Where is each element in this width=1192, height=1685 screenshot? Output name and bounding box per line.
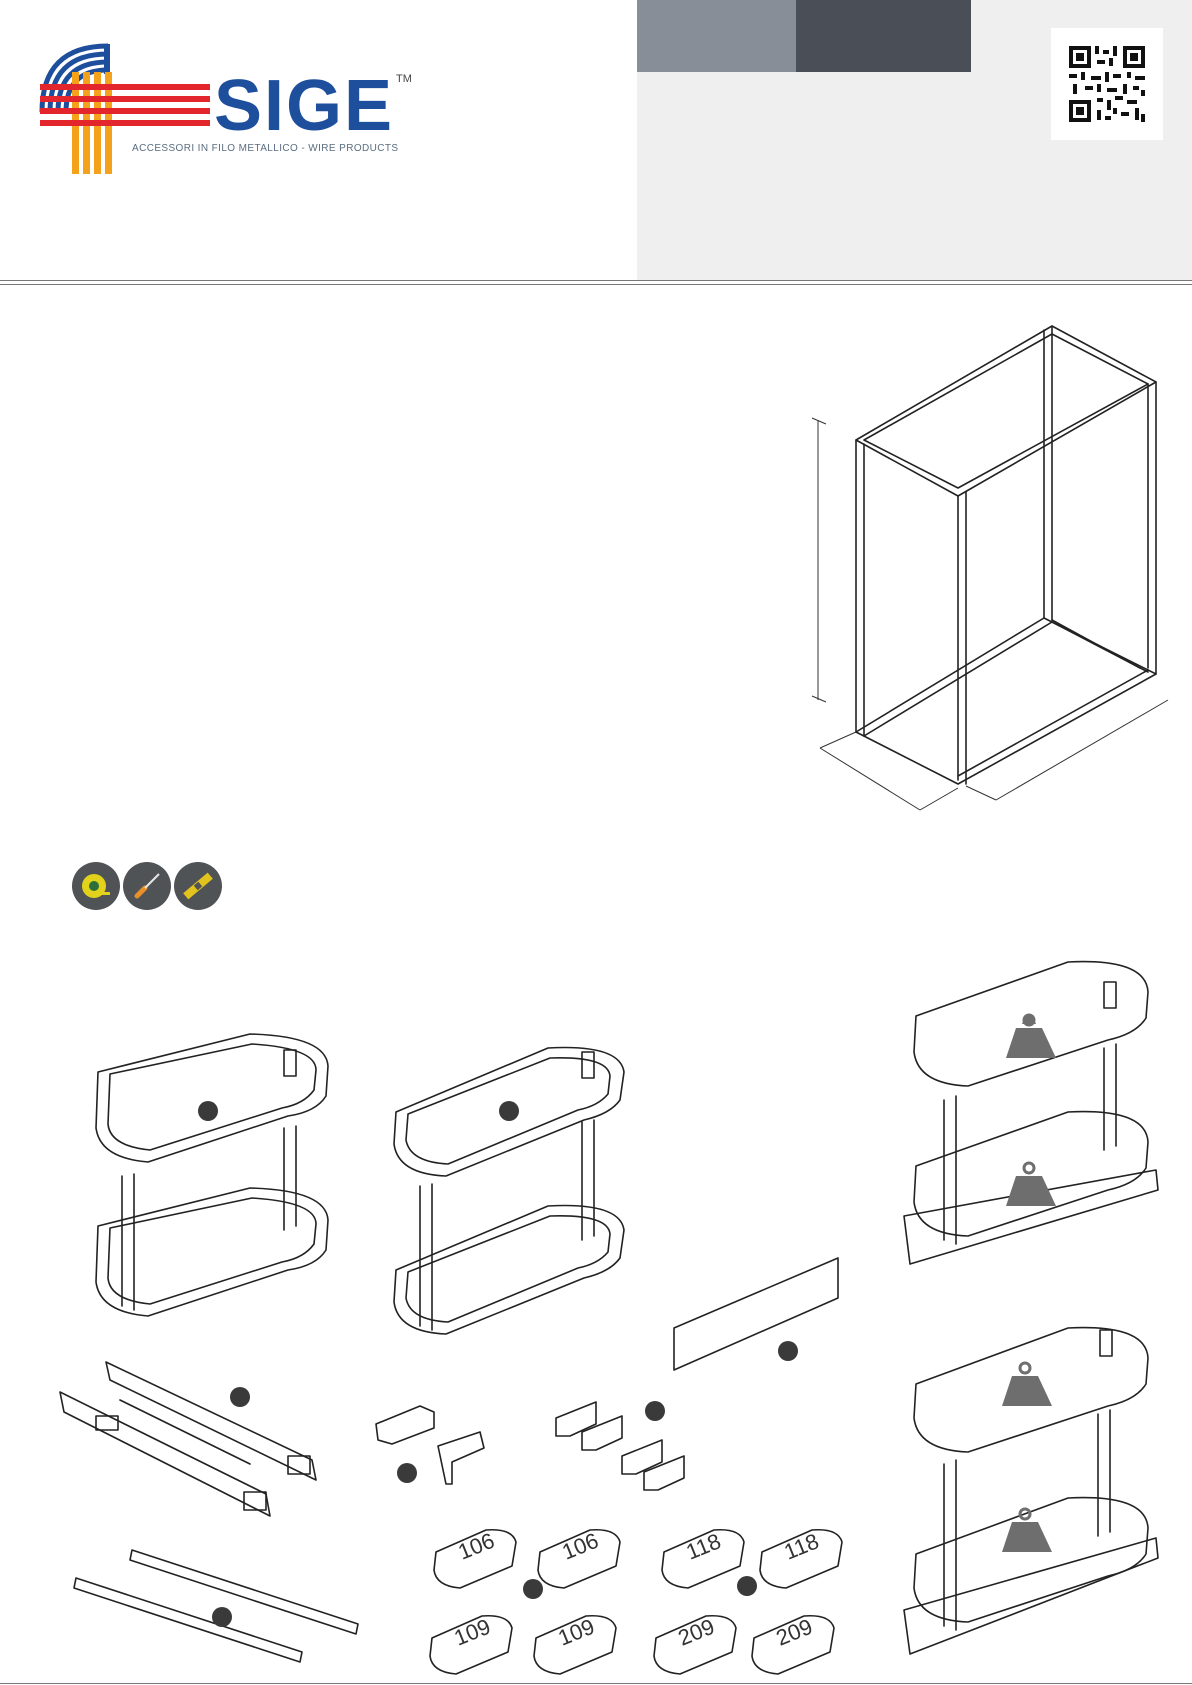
part-badge [645, 1401, 665, 1421]
part-badge [778, 1341, 798, 1361]
spacer-label: 109 [451, 1614, 494, 1651]
part-badge [198, 1101, 218, 1121]
part-badge [230, 1387, 250, 1407]
spacer-label: 106 [455, 1528, 498, 1565]
spacer-label: 118 [781, 1528, 823, 1564]
spacer-label: 109 [555, 1614, 598, 1651]
spacer-label: 118 [683, 1528, 725, 1564]
part-badge [212, 1607, 232, 1627]
part-badge [523, 1579, 543, 1599]
spacer-label: 209 [675, 1614, 718, 1651]
part-badge [499, 1101, 519, 1121]
spacer-label: 106 [559, 1528, 602, 1565]
part-badge [737, 1576, 757, 1596]
part-badge [397, 1463, 417, 1483]
spacer-label: 209 [773, 1614, 816, 1651]
